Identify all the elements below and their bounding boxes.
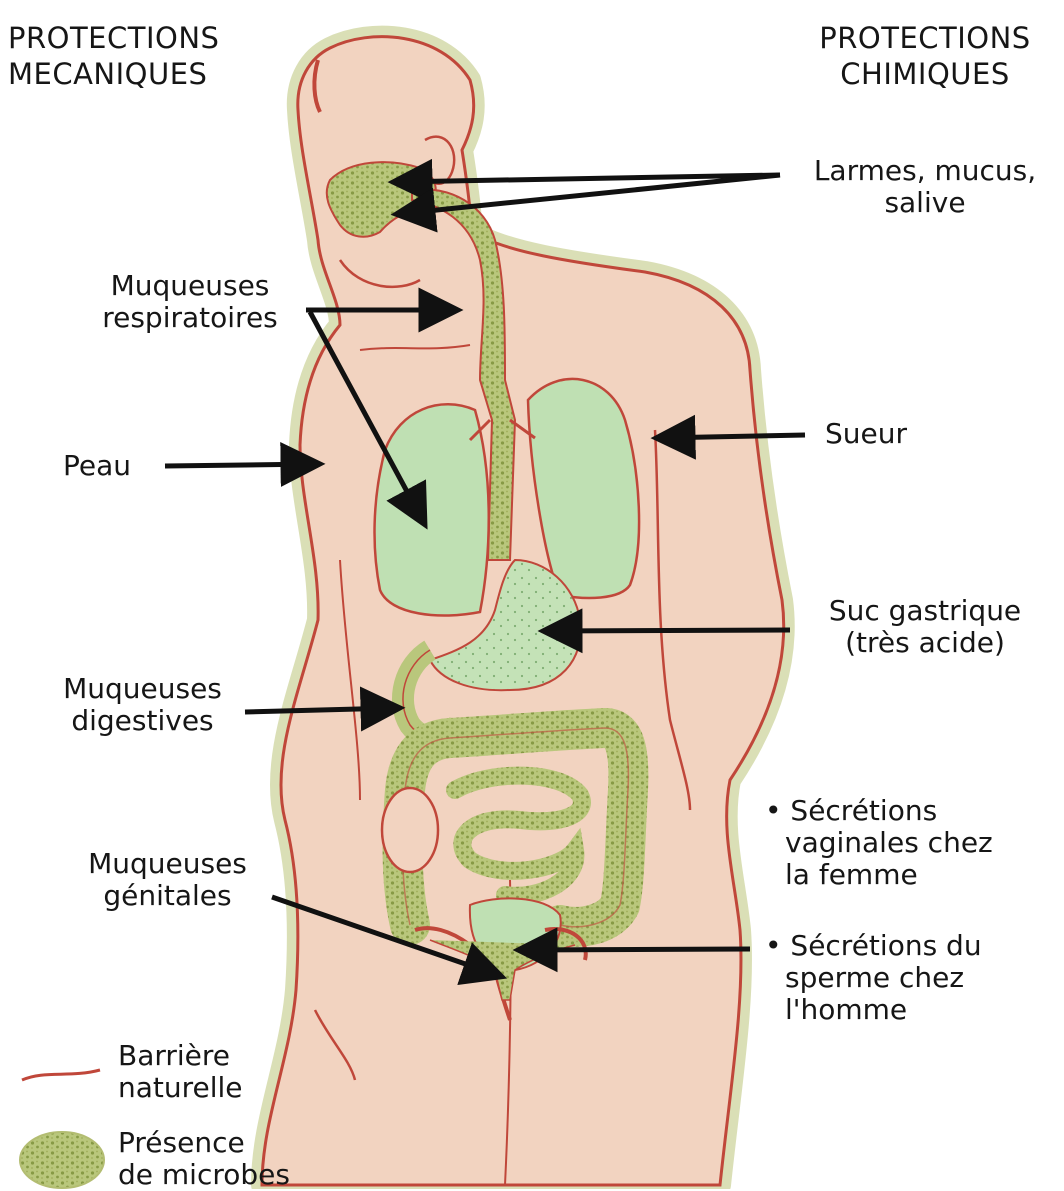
legend-barrier-text: Barrière naturelle (118, 1040, 243, 1104)
arrow-sperme (520, 949, 750, 950)
label-secr-sperme-line-1: • Sécrétions du (765, 930, 982, 962)
label-muq-resp-line-2: respiratoires (75, 302, 305, 334)
label-larmes-line-1: Larmes, mucus, (790, 155, 1060, 187)
label-secr-sperme-line-3: l'homme (765, 994, 982, 1026)
legend-barrier-line-2: naturelle (118, 1072, 243, 1104)
label-muqueuses-digestives: Muqueuses digestives (35, 673, 250, 737)
label-muqueuses-genitales: Muqueuses génitales (60, 848, 275, 912)
heading-chemical: PROTECTIONS CHIMIQUES (800, 20, 1050, 92)
legend-microbes-text: Présence de microbes (118, 1127, 290, 1191)
label-suc-gastrique: Suc gastrique (très acide) (800, 595, 1050, 659)
label-secretions-vaginales: • Sécrétions vaginales chez la femme (765, 795, 993, 891)
label-suc-line-2: (très acide) (800, 627, 1050, 659)
heading-mechanical-line-1: PROTECTIONS (8, 20, 219, 56)
label-secretions-sperme: • Sécrétions du sperme chez l'homme (765, 930, 982, 1026)
heading-chemical-line-1: PROTECTIONS (800, 20, 1050, 56)
label-secr-vag-line-1: • Sécrétions (765, 795, 993, 827)
arrow-sueur (658, 435, 805, 438)
label-muq-dig-line-1: Muqueuses (35, 673, 250, 705)
legend-barrier-symbol (22, 1070, 100, 1080)
label-suc-line-1: Suc gastrique (800, 595, 1050, 627)
heading-mechanical: PROTECTIONS MECANIQUES (8, 20, 219, 92)
heading-chemical-line-2: CHIMIQUES (800, 56, 1050, 92)
legend-barrier-line-1: Barrière (118, 1040, 243, 1072)
label-sueur: Sueur (825, 418, 907, 450)
label-larmes-line-2: salive (790, 187, 1060, 219)
label-muq-resp-line-1: Muqueuses (75, 270, 305, 302)
label-secr-sperme-line-2: sperme chez (765, 962, 982, 994)
label-secr-vag-line-2: vaginales chez (765, 827, 993, 859)
left-lung (375, 404, 489, 615)
label-muq-gen-line-2: génitales (60, 880, 275, 912)
legend-microbes-line-1: Présence (118, 1127, 290, 1159)
label-secr-vag-line-3: la femme (765, 859, 993, 891)
label-larmes: Larmes, mucus, salive (790, 155, 1060, 219)
arrow-peau (165, 464, 318, 466)
label-peau: Peau (63, 450, 131, 482)
label-muq-dig-line-2: digestives (35, 705, 250, 737)
arrow-suc (545, 630, 790, 631)
label-muqueuses-respiratoires: Muqueuses respiratoires (75, 270, 305, 334)
legend-microbes-symbol (20, 1132, 104, 1188)
legend-microbes-line-2: de microbes (118, 1159, 290, 1191)
cecum (382, 788, 438, 872)
heading-mechanical-line-2: MECANIQUES (8, 56, 219, 92)
label-muq-gen-line-1: Muqueuses (60, 848, 275, 880)
